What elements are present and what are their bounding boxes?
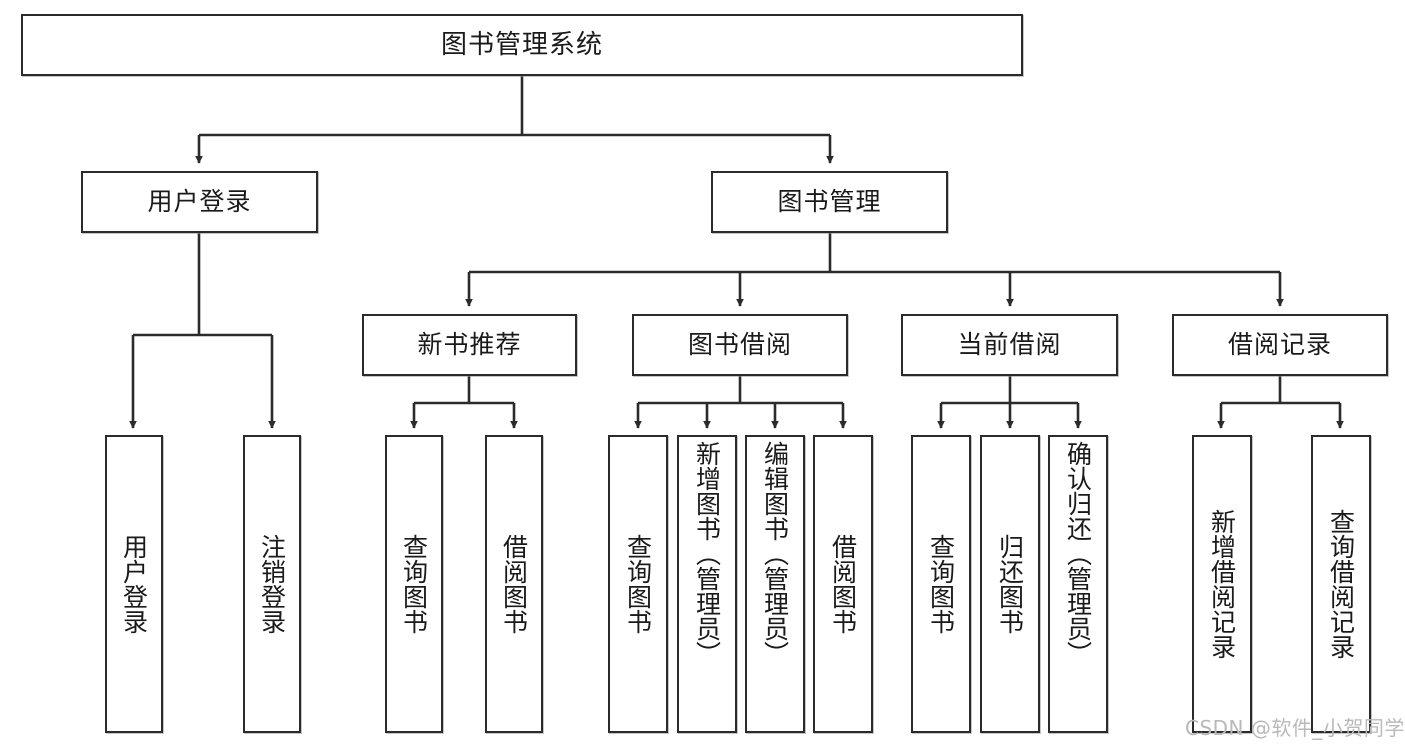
node-label: 查询借阅记录 [1326,509,1356,659]
node-label: 当前借阅 [957,330,1062,360]
leaf-return-book[interactable]: 归还图书 [980,435,1040,733]
node-label: 归还图书 [995,534,1025,634]
leaf-query-borrow-record[interactable]: 查询借阅记录 [1311,435,1371,733]
node-user-login[interactable]: 用户登录 [81,171,318,233]
node-label: 图书管理系统 [440,29,603,60]
node-label: 新增图书（管理员） [692,441,722,666]
node-label: 查询图书 [623,534,653,634]
leaf-logout[interactable]: 注销登录 [243,435,301,733]
node-current-borrow[interactable]: 当前借阅 [901,314,1118,376]
leaf-query-book-new[interactable]: 查询图书 [385,435,443,733]
node-label: 编辑图书（管理员） [760,441,790,666]
node-label: 用户登录 [119,534,149,634]
node-label: 借阅图书 [499,534,529,634]
leaf-add-book-admin[interactable]: 新增图书（管理员） [677,435,737,733]
node-label: 图书借阅 [687,330,792,360]
node-new-book-recommend[interactable]: 新书推荐 [362,314,577,376]
leaf-confirm-return-admin[interactable]: 确认归还（管理员） [1048,435,1108,733]
leaf-query-book-borrow[interactable]: 查询图书 [608,435,668,733]
leaf-borrow-book-borrow[interactable]: 借阅图书 [813,435,873,733]
leaf-query-book-current[interactable]: 查询图书 [911,435,971,733]
node-book-manage[interactable]: 图书管理 [711,171,948,233]
node-root-system[interactable]: 图书管理系统 [21,14,1023,76]
leaf-borrow-book-new[interactable]: 借阅图书 [485,435,543,733]
node-label: 新书推荐 [417,330,522,360]
csdn-watermark: CSDN @软件_小贺同学 [1185,716,1405,740]
leaf-add-borrow-record[interactable]: 新增借阅记录 [1192,435,1252,733]
node-book-borrow[interactable]: 图书借阅 [632,314,848,376]
node-label: 用户登录 [147,187,252,217]
leaf-user-login[interactable]: 用户登录 [105,435,163,733]
leaf-edit-book-admin[interactable]: 编辑图书（管理员） [745,435,805,733]
node-label: 新增借阅记录 [1207,509,1237,659]
node-label: 借阅记录 [1227,330,1332,360]
node-label: 查询图书 [399,534,429,634]
node-label: 查询图书 [926,534,956,634]
node-label: 借阅图书 [828,534,858,634]
node-label: 注销登录 [257,534,287,634]
node-borrow-record[interactable]: 借阅记录 [1172,314,1388,376]
node-label: 图书管理 [777,187,882,217]
node-label: 确认归还（管理员） [1063,441,1093,666]
